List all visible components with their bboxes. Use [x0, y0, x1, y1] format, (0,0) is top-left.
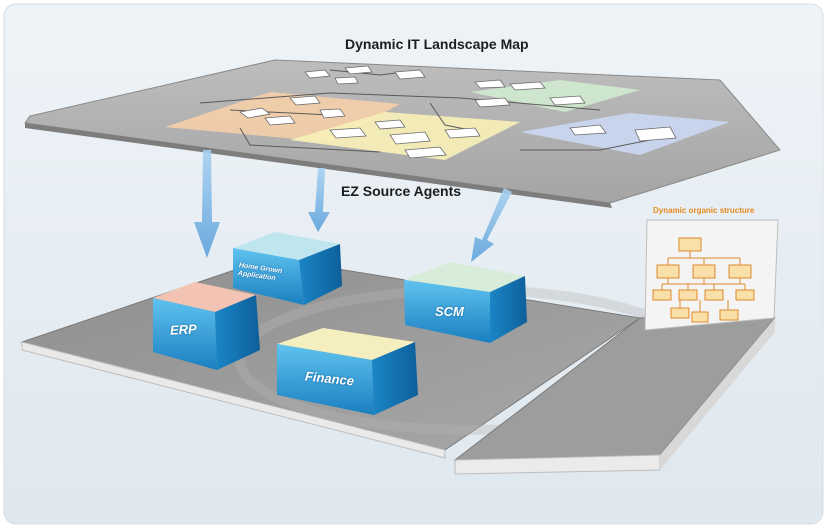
zone-green	[470, 80, 640, 112]
map-connectors	[199, 69, 651, 153]
arrow-to-erp	[194, 150, 220, 258]
scm-label: SCM	[435, 304, 464, 319]
map-app-nodes	[239, 65, 677, 159]
org-chart-nodes	[652, 237, 755, 323]
org-structure-title: Dynamic organic structure	[653, 206, 755, 215]
org-chart-lines	[661, 251, 746, 312]
arrow-to-home-grown	[308, 168, 330, 232]
erp-box	[153, 282, 260, 370]
organic-structure-panel	[644, 219, 779, 331]
zone-blue	[520, 113, 730, 155]
agents-title: EZ Source Agents	[341, 183, 462, 199]
agent-arrows	[194, 150, 512, 262]
it-landscape-map-plane	[24, 59, 781, 208]
scm-box	[404, 262, 527, 343]
finance-box	[277, 328, 418, 415]
map-title: Dynamic IT Landscape Map	[345, 36, 529, 52]
erp-label: ERP	[169, 321, 198, 338]
home-grown-box	[233, 232, 342, 305]
arrow-to-scm	[471, 188, 512, 262]
